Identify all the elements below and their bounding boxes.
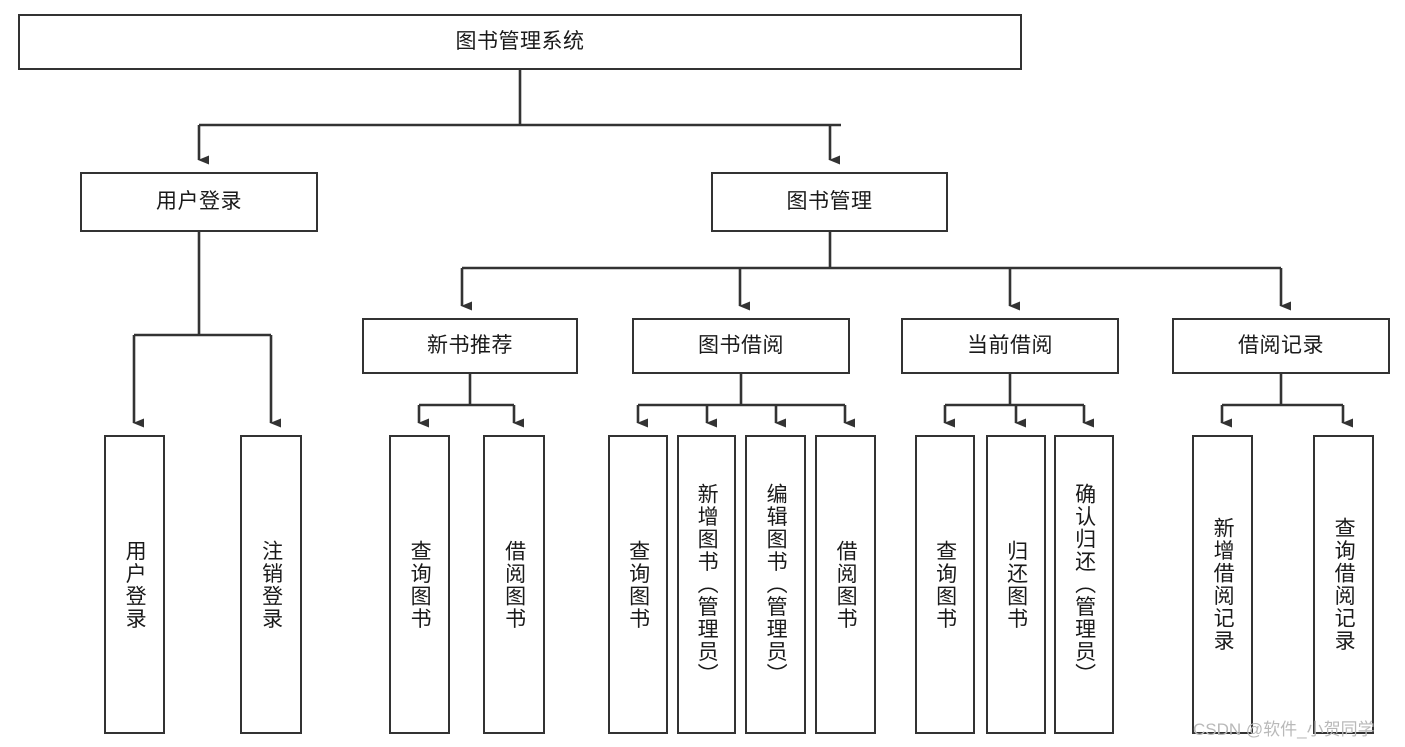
node-label: 图书管理 xyxy=(786,189,873,213)
node-label: 图书管理系统 xyxy=(455,29,585,53)
node-label: 当前借阅 xyxy=(967,333,1053,357)
node-current-borrow[interactable]: 当前借阅 xyxy=(901,318,1119,374)
node-label: 查询借阅记录 xyxy=(1332,517,1356,652)
node-label: 图书借阅 xyxy=(698,333,784,357)
node-leaf-confirm-return-admin[interactable]: 确认归还（管理员） xyxy=(1054,435,1114,734)
node-label: 确认归还（管理员） xyxy=(1072,483,1096,686)
node-label: 查询图书 xyxy=(408,539,432,630)
node-label: 注销登录 xyxy=(259,539,283,630)
node-leaf-query-book-rec[interactable]: 查询图书 xyxy=(389,435,450,734)
node-borrow-records[interactable]: 借阅记录 xyxy=(1172,318,1390,374)
node-label: 编辑图书（管理员） xyxy=(764,483,788,686)
node-label: 查询图书 xyxy=(626,539,650,630)
node-leaf-edit-book-admin[interactable]: 编辑图书（管理员） xyxy=(745,435,806,734)
node-book-management[interactable]: 图书管理 xyxy=(711,172,948,232)
node-label: 新书推荐 xyxy=(427,333,513,357)
node-leaf-borrow-book[interactable]: 借阅图书 xyxy=(815,435,876,734)
node-leaf-return-book[interactable]: 归还图书 xyxy=(986,435,1046,734)
node-book-borrow[interactable]: 图书借阅 xyxy=(632,318,850,374)
node-label: 新增借阅记录 xyxy=(1211,517,1235,652)
node-label: 借阅图书 xyxy=(834,539,858,630)
node-label: 新增图书（管理员） xyxy=(695,483,719,686)
node-label: 查询图书 xyxy=(933,539,957,630)
node-leaf-user-login[interactable]: 用户登录 xyxy=(104,435,165,734)
node-new-book-recommend[interactable]: 新书推荐 xyxy=(362,318,578,374)
csdn-watermark: CSDN @软件_小贺同学 xyxy=(1193,720,1375,739)
node-label: 用户登录 xyxy=(123,539,147,630)
node-leaf-borrow-book-rec[interactable]: 借阅图书 xyxy=(483,435,545,734)
node-leaf-add-book-admin[interactable]: 新增图书（管理员） xyxy=(677,435,736,734)
node-leaf-logout[interactable]: 注销登录 xyxy=(240,435,302,734)
node-root-system[interactable]: 图书管理系统 xyxy=(18,14,1022,70)
node-leaf-query-book-borrow[interactable]: 查询图书 xyxy=(608,435,668,734)
node-label: 用户登录 xyxy=(156,189,242,213)
node-label: 归还图书 xyxy=(1004,539,1028,630)
node-label: 借阅图书 xyxy=(502,539,526,630)
node-leaf-add-borrow-record[interactable]: 新增借阅记录 xyxy=(1192,435,1253,734)
node-leaf-query-book-current[interactable]: 查询图书 xyxy=(915,435,975,734)
node-label: 借阅记录 xyxy=(1238,333,1324,357)
node-user-login[interactable]: 用户登录 xyxy=(80,172,318,232)
node-leaf-query-borrow-record[interactable]: 查询借阅记录 xyxy=(1313,435,1374,734)
